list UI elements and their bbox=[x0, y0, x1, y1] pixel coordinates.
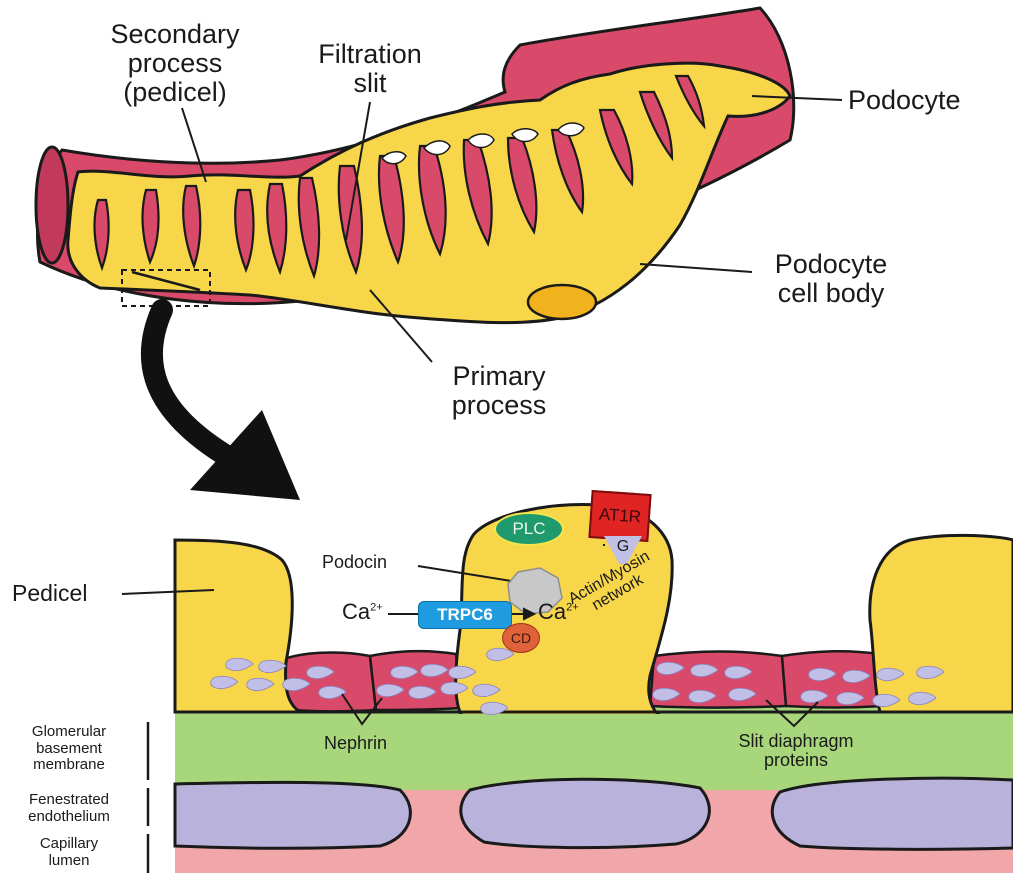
label-fenestrated-endothelium: Fenestrated endothelium bbox=[4, 792, 134, 825]
trpc6-channel: TRPC6 bbox=[418, 601, 512, 629]
label-podocyte-cell-body: Podocyte cell body bbox=[756, 250, 906, 308]
label-pedicel: Pedicel bbox=[12, 581, 87, 606]
plc-label: PLC bbox=[512, 519, 545, 539]
label-calcium-left: Ca2+ bbox=[342, 600, 383, 624]
label-primary-process: Primary process bbox=[424, 362, 574, 420]
endothelial-cells bbox=[175, 778, 1013, 849]
zoom-arrow bbox=[152, 310, 300, 500]
label-nephrin: Nephrin bbox=[324, 734, 387, 753]
cd-protein: CD bbox=[502, 623, 540, 653]
label-secondary-process: Secondary process (pedicel) bbox=[80, 20, 270, 107]
at1r-receptor: AT1R bbox=[588, 490, 651, 542]
label-slit-diaphragm-proteins: Slit diaphragm proteins bbox=[706, 732, 886, 771]
pedicel-right bbox=[870, 535, 1013, 712]
label-filtration-slit: Filtration slit bbox=[300, 40, 440, 98]
plc-enzyme: PLC bbox=[494, 512, 564, 546]
label-capillary-lumen: Capillary lumen bbox=[4, 836, 134, 869]
trpc6-label: TRPC6 bbox=[437, 605, 493, 625]
pedicel-left bbox=[175, 540, 300, 712]
g-protein-label: G bbox=[617, 538, 629, 556]
cd-label: CD bbox=[511, 630, 531, 646]
at1r-label: AT1R bbox=[598, 505, 641, 528]
capillary-left-end bbox=[36, 147, 68, 263]
label-gbm: Glomerular basement membrane bbox=[4, 724, 134, 774]
podocyte-nucleus bbox=[528, 285, 596, 319]
label-podocin: Podocin bbox=[322, 553, 387, 572]
label-podocyte: Podocyte bbox=[848, 86, 961, 115]
cross-section bbox=[122, 504, 1013, 873]
